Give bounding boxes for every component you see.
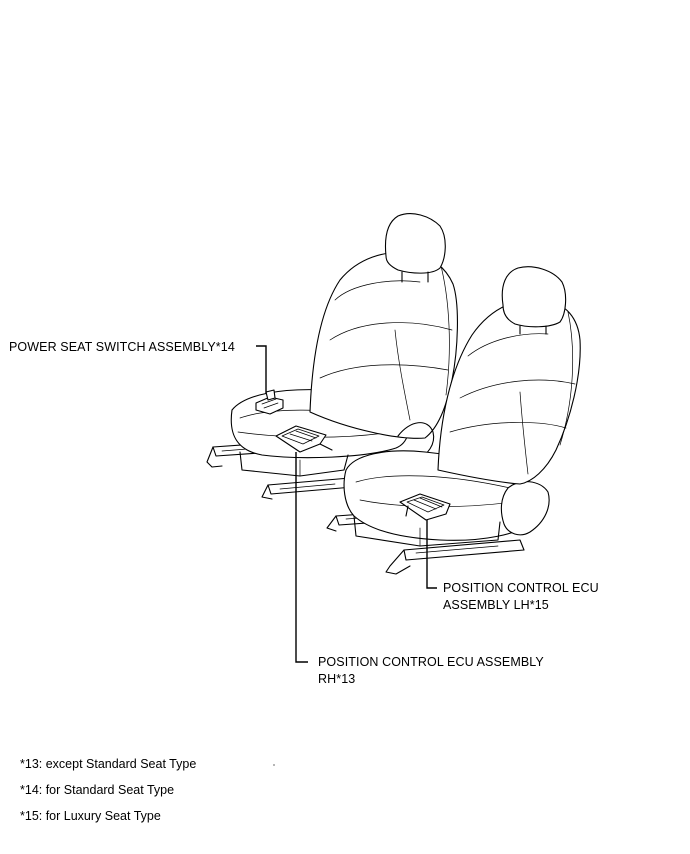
label-ecu-lh-line2: ASSEMBLY LH*15 (443, 598, 549, 612)
seat-rh-illustration (206, 213, 458, 500)
footnote-14: *14: for Standard Seat Type (20, 783, 175, 797)
label-ecu-rh-line1: POSITION CONTROL ECU ASSEMBLY (318, 655, 544, 669)
leader-ecu-rh (295, 452, 308, 663)
footnote-15: *15: for Luxury Seat Type (20, 809, 161, 823)
footnote-13: *13: except Standard Seat Type (20, 757, 197, 771)
leader-power-seat-switch (256, 345, 267, 394)
seat-lh-illustration (326, 266, 581, 575)
label-power-seat-switch: POWER SEAT SWITCH ASSEMBLY*14 (9, 340, 235, 354)
label-ecu-rh-line2: RH*13 (318, 672, 356, 686)
label-ecu-lh-line1: POSITION CONTROL ECU (443, 581, 599, 595)
speck (273, 764, 275, 766)
leader-ecu-lh (426, 520, 437, 589)
